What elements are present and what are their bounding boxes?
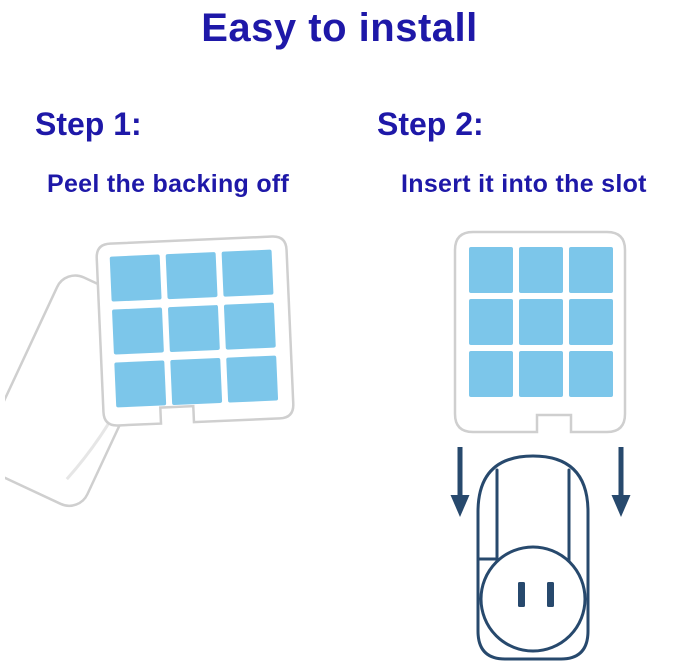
down-arrow-right-icon (611, 447, 631, 517)
step1-caption: Peel the backing off (47, 170, 290, 198)
step2-illustration (450, 230, 631, 661)
refill-card (95, 235, 295, 427)
glue-pad-grid (109, 249, 279, 408)
glue-pad-grid (469, 247, 613, 397)
socket-slot-right (547, 582, 554, 607)
step2-heading: Step 2: (377, 106, 484, 142)
step1-illustration (5, 235, 295, 508)
step2-caption: Insert it into the slot (401, 170, 647, 198)
socket-slot-left (518, 582, 525, 607)
refill-card (453, 230, 627, 434)
socket-circle (479, 545, 587, 653)
plug-device-outline (476, 454, 590, 661)
step1-heading: Step 1: (35, 106, 142, 142)
down-arrow-left-icon (450, 447, 470, 517)
page-title: Easy to install (201, 6, 478, 50)
